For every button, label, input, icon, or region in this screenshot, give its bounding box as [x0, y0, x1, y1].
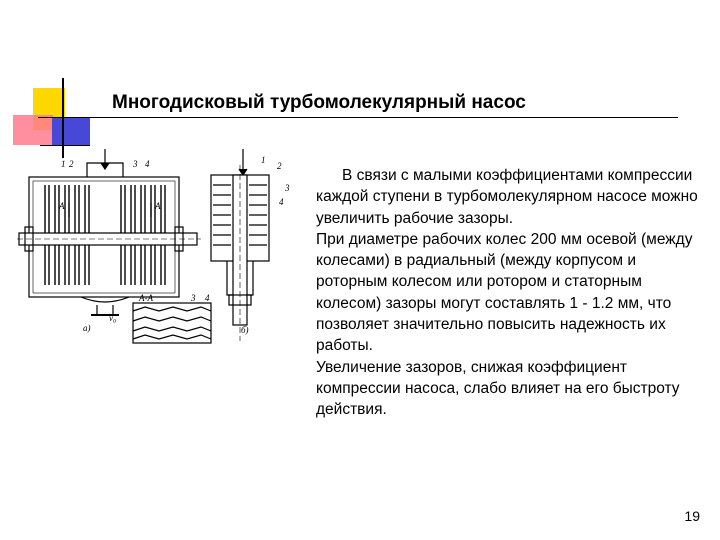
label-b-2: 2 — [277, 161, 282, 171]
paragraph-2: При диаметре рабочих колес 200 мм осевой… — [316, 230, 693, 355]
slide-body-text: В связи с малыми коэффициентами компресс… — [316, 165, 706, 421]
decor-blue-square — [52, 117, 90, 145]
disk-stack-left — [44, 185, 90, 285]
label-b-3: 3 — [284, 183, 290, 193]
label-a-1: 1 — [61, 159, 66, 169]
section-aa-view — [132, 302, 212, 344]
decor-short-line — [40, 145, 90, 146]
page-number: 19 — [684, 508, 700, 524]
label-v0: v₀ — [109, 313, 116, 323]
label-section-aa: А-А — [138, 293, 153, 303]
label-a-4: 4 — [145, 159, 150, 169]
caption-figure-a: а) — [83, 323, 91, 333]
label-a-2: 2 — [69, 159, 74, 169]
decor-red-square — [13, 115, 53, 145]
pump-housing-b — [210, 149, 270, 341]
label-section-4: 4 — [205, 293, 210, 303]
label-section-arrow-right: А — [154, 201, 161, 211]
label-b-1: 1 — [261, 155, 266, 165]
decor-horizontal-line — [38, 117, 678, 118]
caption-figure-b: б) — [241, 325, 249, 335]
label-section-arrow-left: А — [58, 201, 65, 211]
decor-vertical-line — [62, 78, 64, 158]
paragraph-3: Увеличение зазоров, снижая коэффициент к… — [316, 358, 680, 419]
disk-stack-right — [120, 185, 166, 285]
label-a-3: 3 — [132, 159, 138, 169]
paragraph-1: В связи с малыми коэффициентами компресс… — [316, 167, 698, 227]
label-b-4: 4 — [279, 197, 284, 207]
slide-title: Многодисковый турбомолекулярный насос — [112, 92, 526, 113]
label-section-3: 3 — [190, 293, 196, 303]
pump-diagram-figure: 1 2 3 4 А А А-А 3 4 v₀ а) 1 2 3 4 б) — [17, 149, 290, 344]
